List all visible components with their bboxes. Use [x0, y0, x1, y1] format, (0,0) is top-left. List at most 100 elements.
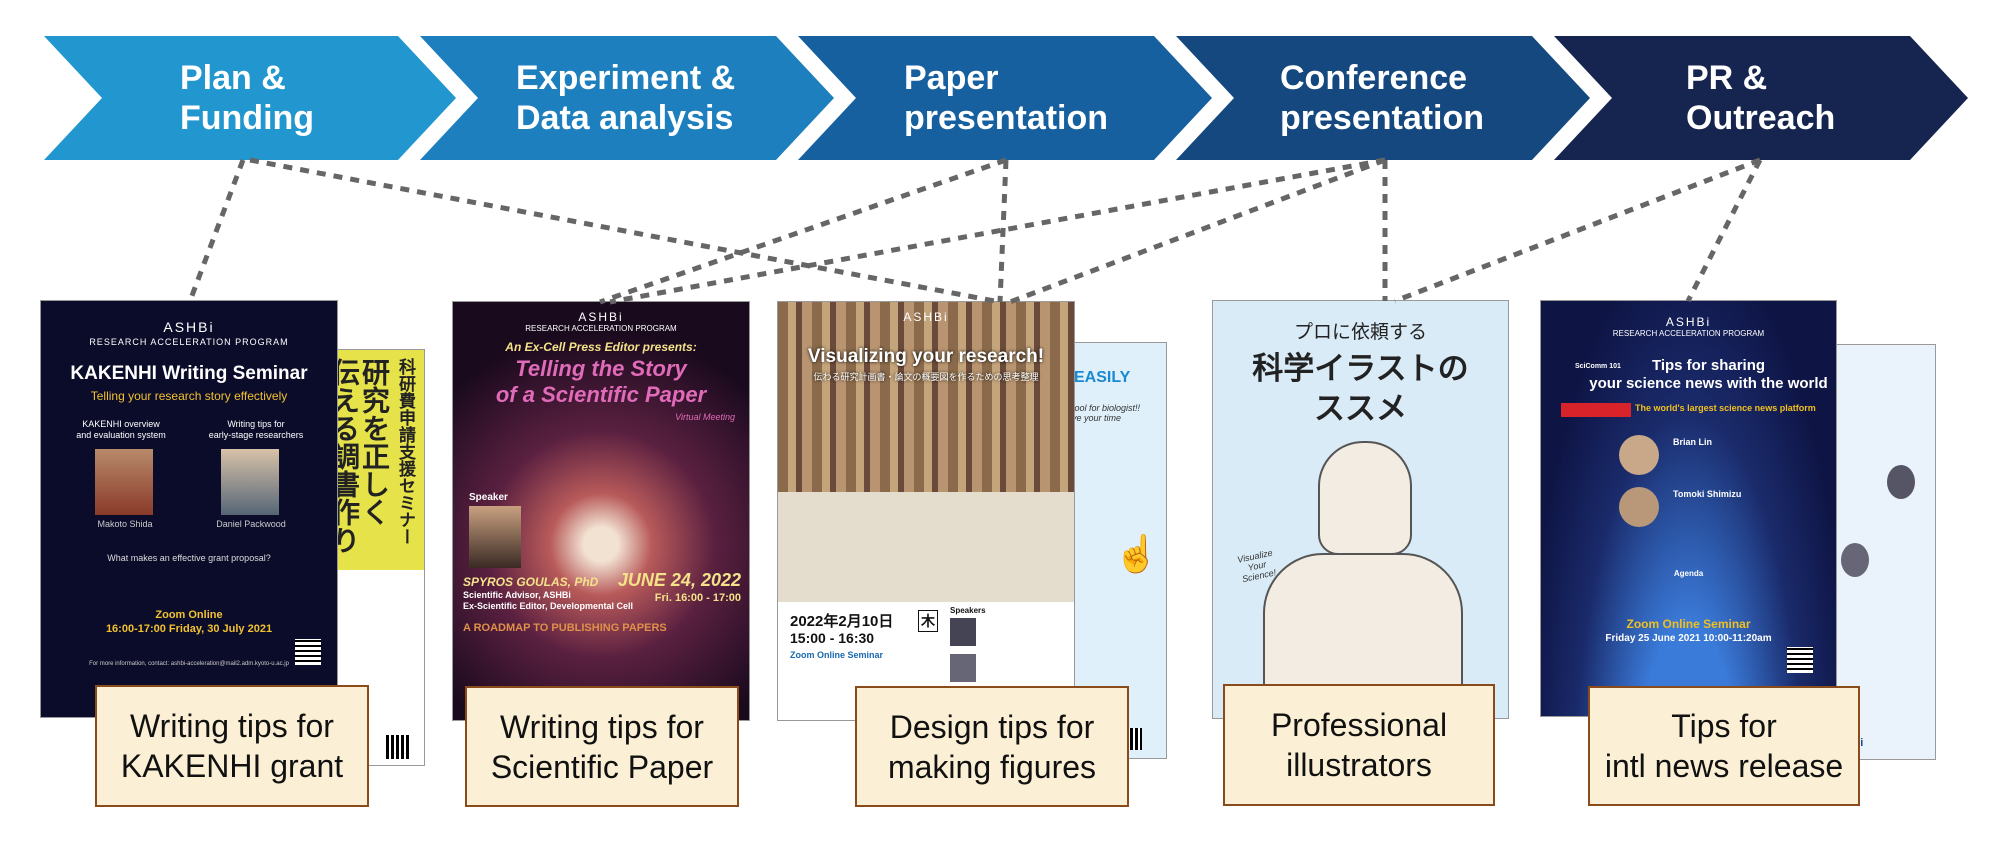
poster-title: KAKENHI Writing Seminar — [70, 363, 308, 384]
connector-paper-figures — [997, 159, 1009, 303]
connector-plan-kakenhi — [187, 159, 246, 302]
banner-text: The world's largest science news platfor… — [1635, 403, 1816, 413]
speaker1-name: Brian Lin — [1673, 437, 1713, 447]
side-text: tool for biologist!! ve your time — [1072, 403, 1141, 423]
speaker-role2: Ex-Scientific Editor, Developmental Cell — [463, 601, 634, 611]
pointer-icon: ☝ — [1114, 533, 1159, 574]
seminar-time: 15:00 - 16:30 — [790, 630, 875, 646]
speaker1-name: Makoto Shida — [97, 519, 153, 529]
jp-title-small: 科研費申請支援セミナー — [395, 358, 415, 545]
seminar-date: JUNE 24, 2022 — [617, 570, 741, 590]
program-name: RESEARCH ACCELERATION PROGRAM — [525, 324, 677, 333]
speaker1-photo — [1619, 435, 1659, 475]
speaker-tag: Speaker — [469, 492, 508, 503]
poster-news: ASHBi RESEARCH ACCELERATION PROGRAM SciC… — [1541, 301, 1836, 716]
chevron-plan — [44, 36, 456, 160]
side-photo1 — [1887, 465, 1915, 499]
chevron-experiment — [420, 36, 834, 160]
ashbi-logo: ASHBi — [903, 310, 949, 324]
label-illustrators: Professional illustrators — [1223, 684, 1495, 806]
ashbi-logo: ASHBi — [578, 310, 624, 324]
speaker2-name: Tomoki Shimizu — [1673, 489, 1742, 499]
series-label: SciComm 101 — [1575, 363, 1621, 370]
col1-text: KAKENHI overview and evaluation system — [76, 419, 166, 440]
qr-code — [295, 639, 321, 665]
speaker2-photo — [950, 654, 976, 682]
poster-title: Visualizing your research! — [807, 346, 1045, 367]
label-news-release: Tips for intl news release — [1588, 686, 1860, 806]
chevron-conference — [1176, 36, 1590, 160]
head-illustration — [1318, 441, 1412, 555]
col2-text: Writing tips for early-stage researchers — [208, 419, 304, 440]
label-scientific-paper: Writing tips for Scientific Paper — [465, 686, 739, 807]
seminar-date: 2022年2月10日 — [790, 613, 894, 630]
connector-paper-writing — [599, 157, 1007, 305]
poster-paper: ASHBi RESEARCH ACCELERATION PROGRAM An E… — [453, 302, 749, 720]
roadmap-heading: A ROADMAP TO PUBLISHING PAPERS — [463, 622, 667, 634]
side-photo2 — [1841, 543, 1869, 577]
zoom-label: Zoom Online Seminar — [790, 650, 884, 660]
ashbi-logo: ASHBi — [1665, 315, 1712, 329]
stage-label: Conference presentation — [1280, 59, 1485, 137]
poster-presents: An Ex-Cell Press Editor presents: — [505, 340, 697, 354]
program-name: RESEARCH ACCELERATION PROGRAM — [89, 337, 289, 347]
seminar-date: 16:00-17:00 Friday, 30 July 2021 — [105, 623, 273, 635]
seminar-day: 木 — [918, 610, 938, 632]
speaker-name: SPYROS GOULAS, PhD — [463, 575, 599, 589]
ashbi-logo: ASHBi — [163, 319, 215, 335]
side-title: EASILY — [1074, 369, 1131, 386]
zoom-label: Zoom Online Seminar — [1626, 617, 1751, 631]
poster-kakenhi-jp: 科研費申請支援セミナー 研究を正しく 伝える調書作り — [334, 350, 424, 765]
speakers-heading: Speakers — [950, 606, 986, 615]
stage-paper: Paper presentation — [904, 36, 1108, 160]
qr-code — [386, 735, 410, 759]
jp-title-big: 研究を正しく — [358, 358, 391, 526]
zoom-label: Zoom Online — [155, 609, 223, 621]
stage-label: PR & Outreach — [1686, 59, 1836, 137]
program-name: RESEARCH ACCELERATION PROGRAM — [1612, 329, 1765, 338]
seminar-time: Fri. 16:00 - 17:00 — [654, 592, 741, 604]
virtual-label: Virtual Meeting — [675, 412, 735, 422]
chevron-paper — [798, 36, 1212, 160]
connector-plan-figures — [249, 157, 1001, 305]
poster-subtitle: 伝わる研究計画書・論文の概要図を作るための思考整理 — [813, 372, 1039, 382]
connector-conf-writing — [609, 157, 1386, 305]
speaker1-photo — [950, 618, 976, 646]
jp-title-big2: 伝える調書作り — [334, 358, 361, 554]
label-figures: Design tips for making figures — [855, 686, 1129, 807]
stage-pr: PR & Outreach — [1686, 36, 1835, 160]
agenda-heading: Agenda — [1673, 569, 1704, 578]
stage-experiment: Experiment & Data analysis — [516, 36, 735, 160]
poster-title: Telling the Story of a Scientific Paper — [495, 356, 707, 407]
workflow-chevrons — [44, 36, 1968, 160]
jp-line2: 科学イラストのススメ — [1252, 351, 1469, 427]
jp-line1: プロに依頼する — [1293, 321, 1427, 343]
contact-text: For more information, contact: ashbi-acc… — [89, 661, 289, 667]
label-kakenhi: Writing tips for KAKENHI grant — [95, 685, 369, 807]
stage-label: Plan & Funding — [180, 59, 315, 137]
poster-title: Tips for sharing your science news with … — [1589, 357, 1828, 392]
stage-conference: Conference presentation — [1280, 36, 1484, 160]
stage-plan: Plan & Funding — [180, 36, 314, 160]
connector-pr-illustrators — [1394, 157, 1761, 304]
stage-label: Paper presentation — [904, 59, 1109, 137]
qr-code — [1787, 647, 1813, 673]
chevron-pr — [1554, 36, 1968, 160]
speaker2-photo — [221, 449, 279, 515]
speaker2-photo — [1619, 487, 1659, 527]
figure-desk — [778, 492, 1074, 602]
speaker2-name: Daniel Packwood — [216, 519, 286, 529]
banner-red — [1561, 403, 1631, 417]
question-text: What makes an effective grant proposal? — [107, 553, 271, 563]
speaker1-photo — [95, 449, 153, 515]
poster-figures: ASHBi Visualizing your research! 伝わる研究計画… — [778, 302, 1074, 720]
speaker-role1: Scientific Advisor, ASHBi — [463, 590, 571, 600]
stage-label: Experiment & Data analysis — [516, 59, 736, 137]
poster-kakenhi: ASHBi RESEARCH ACCELERATION PROGRAM KAKE… — [41, 301, 337, 717]
speaker-photo — [469, 506, 521, 568]
connector-pr-news — [1685, 158, 1763, 303]
connector-conf-figures — [1009, 157, 1386, 305]
poster-subtitle: Telling your research story effectively — [90, 389, 288, 403]
seminar-date: Friday 25 June 2021 10:00-11:20am — [1605, 633, 1772, 644]
